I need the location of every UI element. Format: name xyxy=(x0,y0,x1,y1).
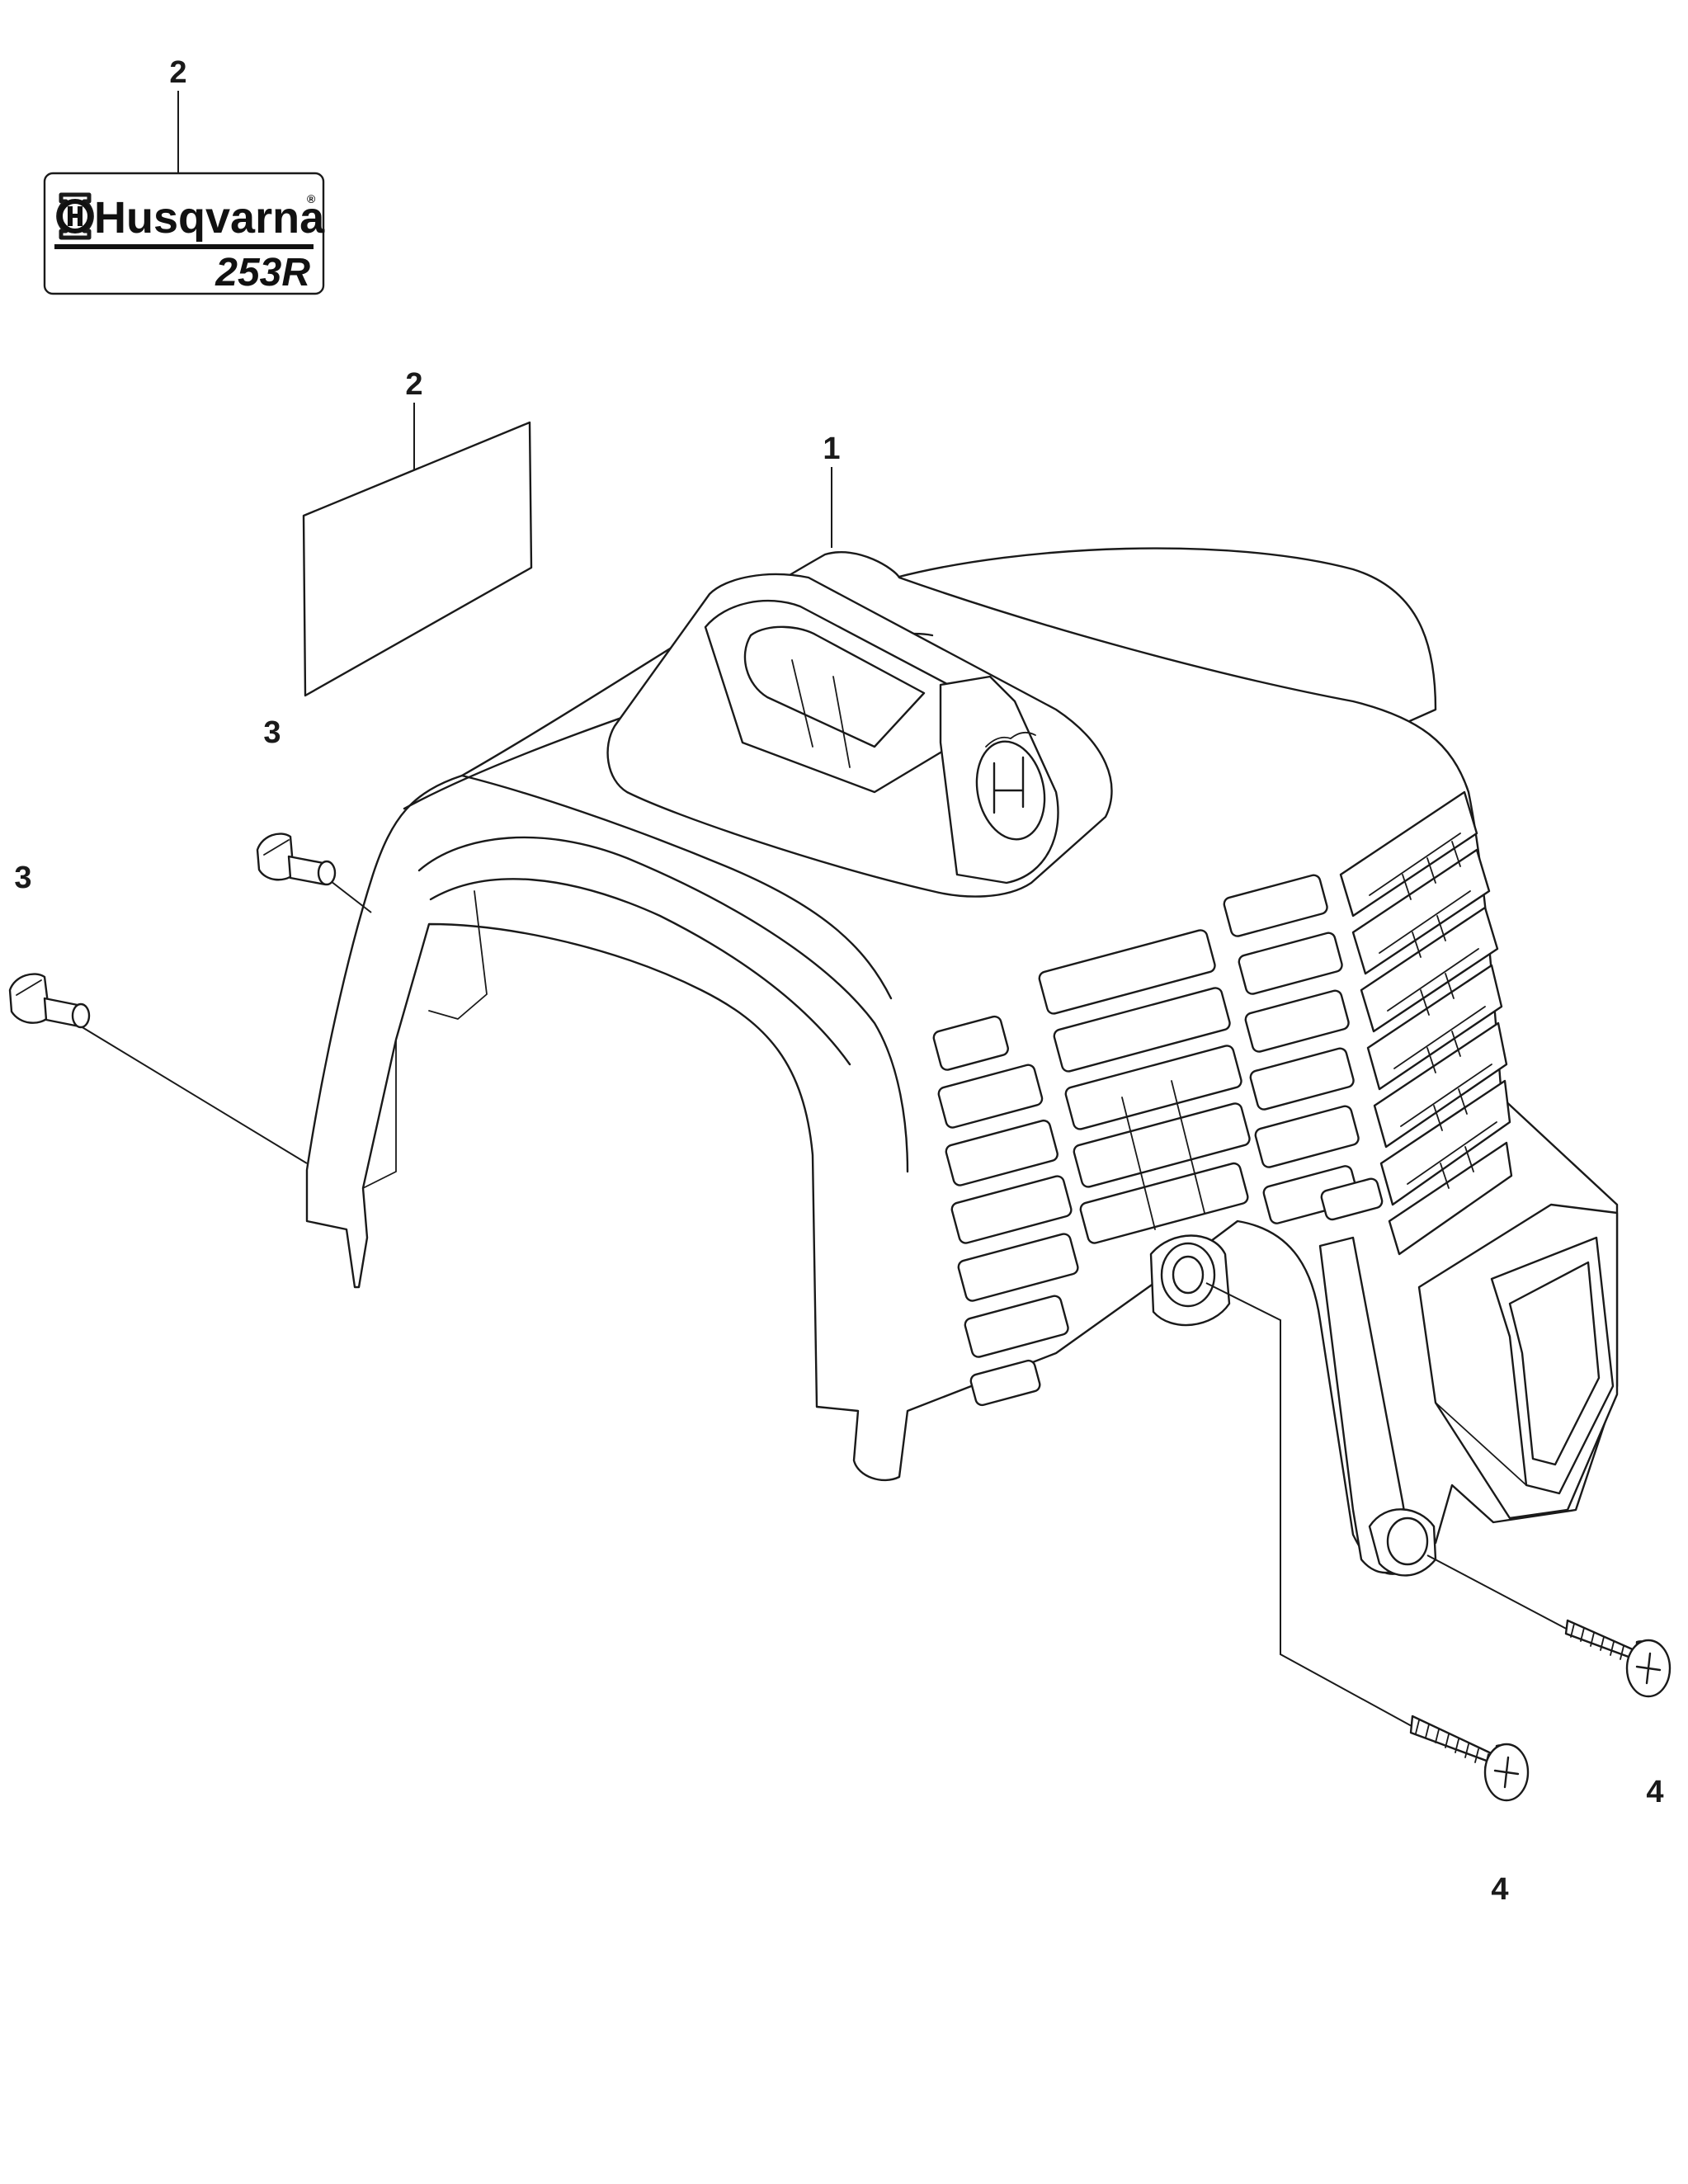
shoulder-screw-left xyxy=(8,973,308,1164)
callout-decal-top: 2 xyxy=(169,55,186,90)
shoulder-screw-upper xyxy=(256,833,372,913)
callout-bolt-lower: 4 xyxy=(1491,1872,1508,1907)
cylinder-cover xyxy=(305,467,1619,1577)
callout-screw-upper: 3 xyxy=(263,715,281,750)
decal-registered-mark: ® xyxy=(307,192,316,205)
cover-emblem-icon xyxy=(975,731,1046,841)
husqvarna-crest-icon xyxy=(56,192,94,240)
callout-decal-blank: 2 xyxy=(405,367,422,402)
decal-blank xyxy=(302,403,533,697)
cover-rear-mount-boss xyxy=(1318,1236,1437,1577)
callout-screw-left: 3 xyxy=(14,861,31,895)
callout-cover: 1 xyxy=(823,432,840,466)
decal-husqvarna-253r: Husqvarna ® 253R xyxy=(43,91,325,295)
cover-grille-side xyxy=(1339,790,1513,1256)
screw-lower xyxy=(1205,1282,1530,1802)
decal-brand-text: Husqvarna xyxy=(94,193,325,243)
cover-front-mount-boss xyxy=(1149,1234,1231,1327)
screw-right xyxy=(1426,1554,1671,1698)
decal-divider-bar xyxy=(54,244,314,249)
cover-grille-front xyxy=(932,874,1384,1407)
decal-model-text: 253R xyxy=(215,251,310,295)
cover-outlet-duct xyxy=(1417,1203,1619,1520)
callout-bolt-right: 4 xyxy=(1646,1775,1663,1809)
